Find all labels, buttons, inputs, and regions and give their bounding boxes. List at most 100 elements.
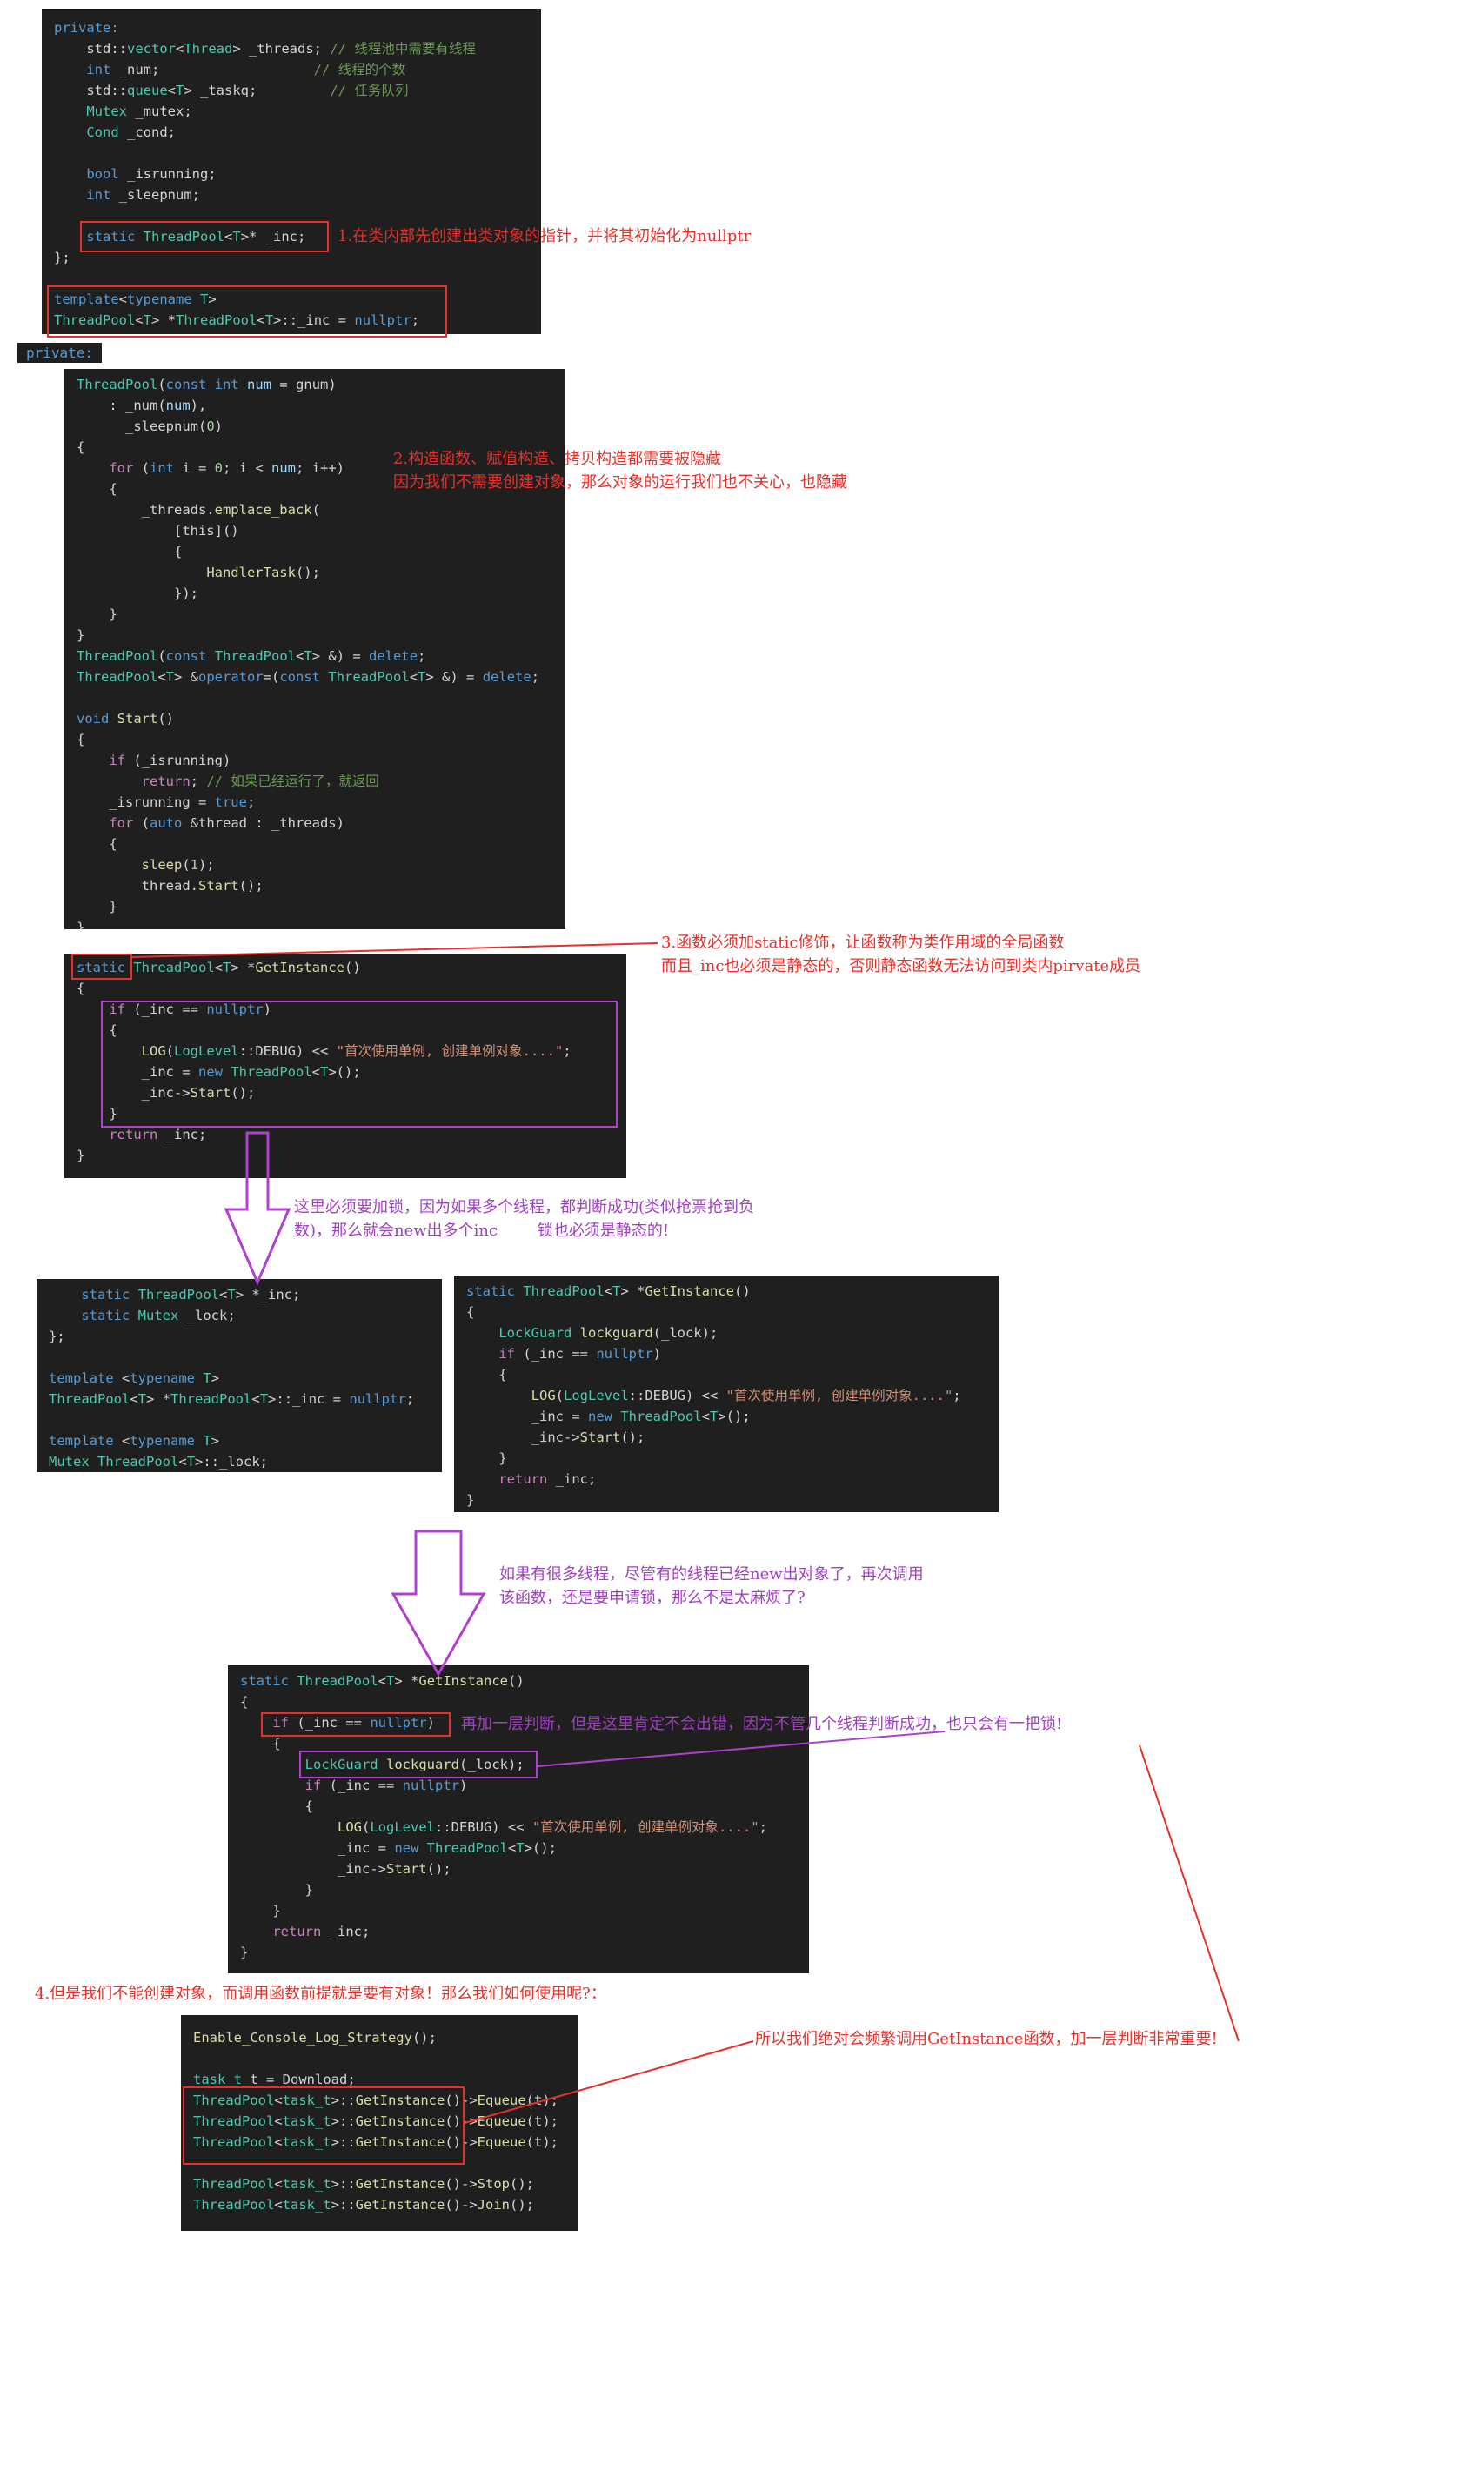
code-token — [77, 460, 109, 476]
code-line: _inc->Start(); — [77, 1082, 614, 1103]
code-token — [130, 1287, 137, 1302]
code-block-getinstance-lock: static ThreadPool<T> *GetInstance(){ Loc… — [454, 1276, 999, 1512]
code-token — [289, 1673, 297, 1689]
code-token: GetInstance — [355, 2176, 445, 2192]
code-token: ThreadPool — [328, 669, 410, 685]
code-token: >::_inc = — [268, 1391, 350, 1407]
code-token: task_t — [282, 2197, 331, 2213]
code-token: int — [150, 460, 174, 476]
code-token: (t); — [525, 2134, 558, 2150]
code-token: ; — [246, 794, 256, 810]
code-token — [54, 166, 86, 182]
code-token: Stop — [477, 2176, 510, 2192]
code-token: >::_lock; — [195, 1454, 269, 1470]
code-token: < — [274, 2113, 283, 2129]
code-line: _inc->Start(); — [240, 1858, 797, 1879]
code-token: ThreadPool — [193, 2197, 275, 2213]
code-token: < — [113, 1433, 130, 1449]
code-token: () — [508, 1673, 525, 1689]
code-token: < — [274, 2197, 283, 2213]
code-token: "首次使用单例, 创建单例对象...." — [531, 1819, 759, 1835]
code-token: (_inc == — [125, 1001, 207, 1017]
code-token: T — [223, 960, 231, 975]
code-token: { — [77, 1022, 117, 1038]
code-token: 0 — [214, 460, 224, 476]
code-token: 1 — [190, 857, 199, 873]
code-token — [195, 1433, 203, 1449]
code-token: < — [118, 291, 127, 307]
code-token: > _taskq; — [184, 83, 331, 98]
code-token: lockguard — [579, 1325, 653, 1341]
code-token: T — [516, 1840, 525, 1856]
code-line: } — [77, 1103, 614, 1124]
code-token: "首次使用单例, 创建单例对象...." — [725, 1388, 953, 1403]
code-token: task_t — [282, 2134, 331, 2150]
code-line: [this]() — [77, 520, 553, 541]
code-token: const — [279, 669, 321, 685]
code-token: ; — [531, 669, 540, 685]
code-token: Start — [385, 1861, 427, 1877]
code-token: return — [109, 1127, 158, 1142]
code-token: for — [109, 460, 134, 476]
code-line: { — [466, 1364, 986, 1385]
code-token: Mutex — [86, 104, 127, 119]
code-token: < — [604, 1283, 613, 1299]
code-token: } — [77, 899, 117, 914]
code-token: T — [232, 229, 241, 244]
code-token: _inc-> — [240, 1861, 386, 1877]
code-token: ) — [652, 1346, 661, 1362]
code-token: GetInstance — [645, 1283, 735, 1299]
note-hide-constructors-1: 2.构造函数、赋值构造、拷贝构造都需要被隐藏 — [393, 450, 722, 468]
code-line: { — [77, 541, 553, 562]
code-token: Start — [579, 1430, 621, 1445]
code-token: _inc = — [77, 1064, 198, 1080]
code-token: // 线程池中需要有线程 — [330, 41, 476, 57]
code-token: ( — [361, 1819, 371, 1835]
code-line: _threads.emplace_back( — [77, 499, 553, 520]
code-token — [49, 1308, 81, 1323]
code-line: { — [466, 1302, 986, 1323]
code-token: T — [165, 669, 175, 685]
code-token: ()-> — [445, 2176, 478, 2192]
code-token: num — [165, 398, 191, 413]
code-token: < — [507, 1840, 517, 1856]
code-token: < — [311, 1064, 320, 1080]
code-line: template <typename T> — [49, 1430, 430, 1451]
code-token: < — [378, 1673, 387, 1689]
code-token: } — [77, 920, 85, 929]
code-line — [49, 1347, 430, 1368]
code-token: new — [587, 1409, 612, 1424]
code-token: ; — [190, 773, 207, 789]
code-token: queue — [127, 83, 168, 98]
code-line: std::vector<Thread> _threads; // 线程池中需要有… — [54, 38, 529, 59]
code-token: Equeue — [477, 2113, 526, 2129]
code-token: ), — [190, 398, 207, 413]
code-token: num — [247, 377, 272, 392]
code-token: T — [264, 312, 274, 328]
code-token: > * — [231, 960, 256, 975]
code-line: LOG(LogLevel::DEBUG) << "首次使用单例, 创建单例对象.… — [240, 1817, 797, 1838]
code-line: } — [77, 917, 553, 929]
code-token: { — [77, 836, 117, 852]
code-line: LOG(LogLevel::DEBUG) << "首次使用单例, 创建单例对象.… — [77, 1041, 614, 1061]
code-token — [195, 1370, 203, 1386]
code-token: if — [109, 753, 125, 768]
code-token: ThreadPool — [143, 229, 224, 244]
code-token: LOG — [337, 1819, 362, 1835]
code-token — [49, 1287, 81, 1302]
code-token: ( — [157, 648, 166, 664]
code-token — [320, 669, 328, 685]
code-token: nullptr — [354, 312, 411, 328]
code-token: < — [135, 312, 144, 328]
code-line: } — [77, 1145, 614, 1166]
code-token: // 线程的个数 — [313, 62, 406, 77]
code-line: if (_inc == nullptr) — [240, 1712, 797, 1733]
code-token: ( — [555, 1388, 564, 1403]
code-token: [this]() — [77, 523, 239, 539]
code-block-getinstance-v1: static ThreadPool<T> *GetInstance(){ if … — [64, 954, 626, 1178]
code-token: Start — [117, 711, 158, 727]
code-token: template — [49, 1370, 114, 1386]
code-token — [466, 1346, 498, 1362]
code-line: } — [466, 1490, 986, 1510]
code-token: ; — [405, 1391, 415, 1407]
